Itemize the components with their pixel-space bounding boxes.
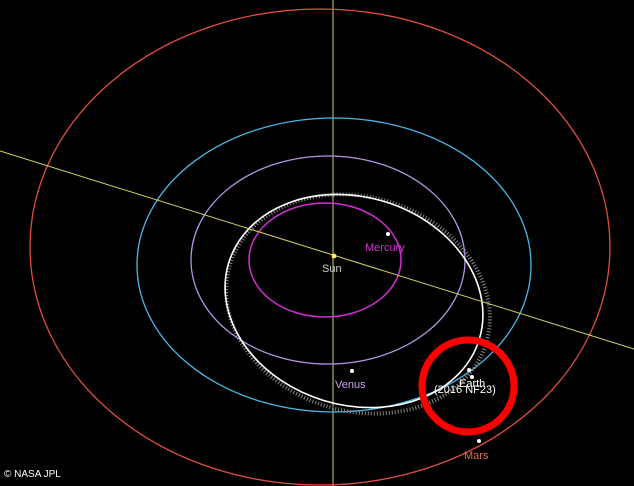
venus-label: Venus <box>335 379 366 391</box>
earth-label: Earth <box>459 378 485 390</box>
mars-orbit <box>29 8 611 486</box>
mercury-label: Mercury <box>365 242 405 254</box>
sun-dot <box>331 253 337 259</box>
asteroid-label: (2016 NF23) <box>434 384 496 396</box>
mars-dot <box>477 439 481 443</box>
venus-dot <box>350 369 354 373</box>
ecliptic-line <box>0 150 634 350</box>
mercury-orbit <box>248 202 402 318</box>
sun-label: Sun <box>322 263 342 275</box>
mars-label: Mars <box>464 450 489 462</box>
mercury-dot <box>386 232 390 236</box>
highlight-circle <box>418 336 518 436</box>
earth-orbit <box>136 117 532 413</box>
credit-text: © NASA JPL <box>4 469 61 480</box>
earth-dot <box>467 368 471 372</box>
asteroid-dot <box>470 375 474 379</box>
